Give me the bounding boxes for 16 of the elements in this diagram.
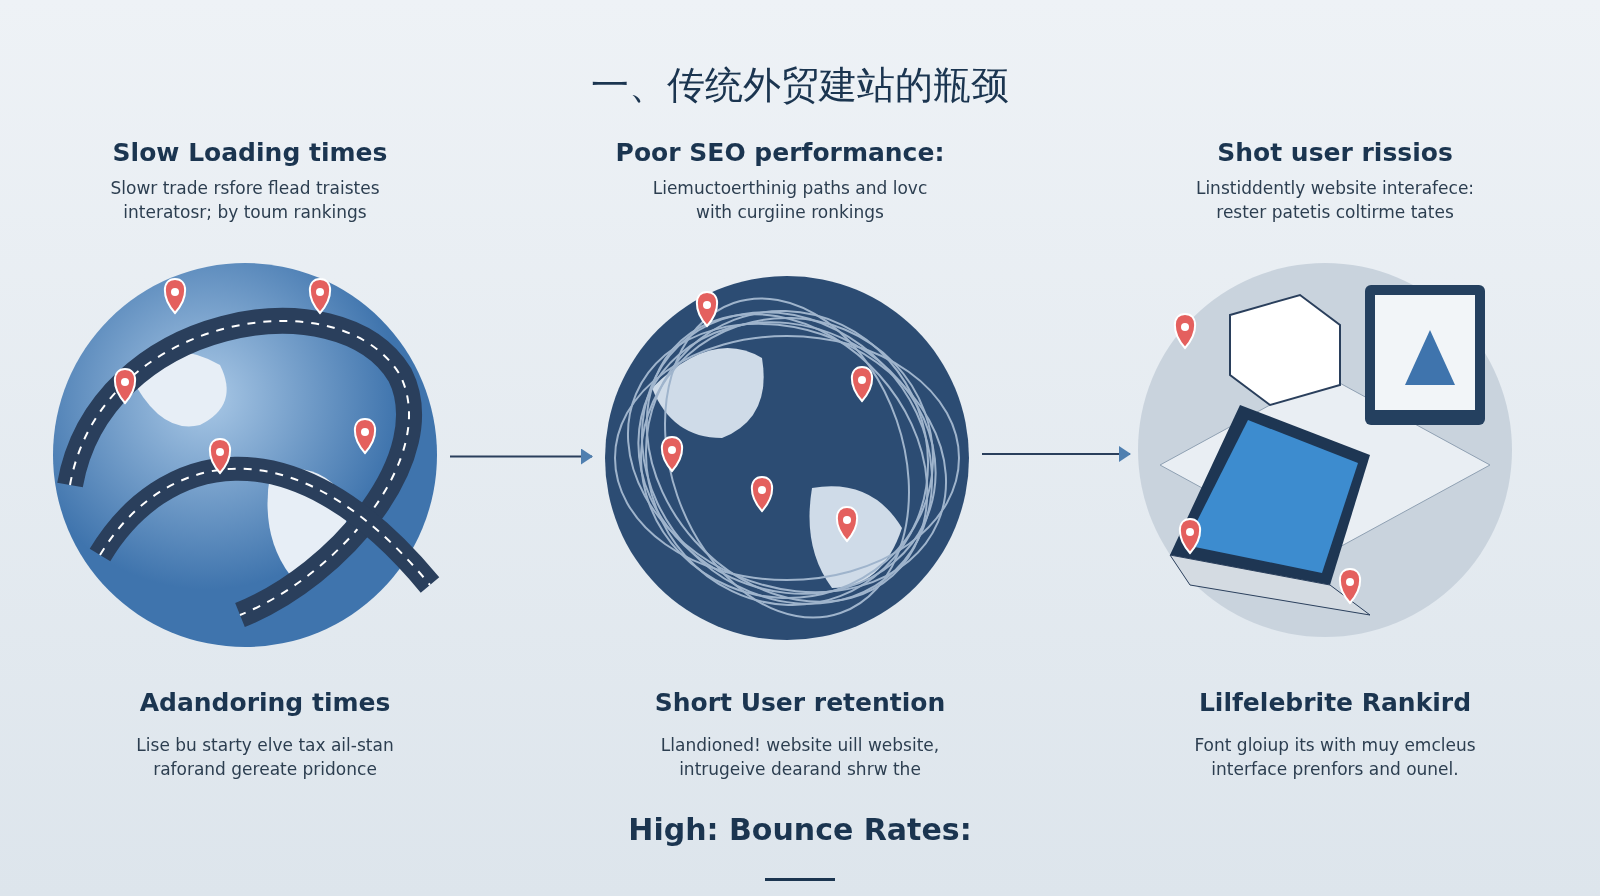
arrow bbox=[981, 446, 1131, 462]
description: Lise bu starty elve tax ail-stan raforand gereate pridonce bbox=[135, 734, 395, 781]
heading: Short User retention bbox=[653, 688, 947, 717]
description: Slowr trade rsfore flead traistes interatosr; by toum rankings bbox=[109, 177, 381, 224]
arrow bbox=[449, 448, 593, 465]
description: Liemuctoerthinig paths and lovc with curgiine ronkings bbox=[651, 177, 929, 224]
description: Font gloiup its with muy emcleus interface prenfors and ounel. bbox=[1193, 734, 1477, 781]
heading: Slow Loading times bbox=[111, 138, 389, 167]
heading: Lilfelebrite Rankird bbox=[1197, 688, 1473, 717]
heading: Shot user rissios bbox=[1216, 138, 1454, 167]
description: Llandioned! website uill website, intrugeive dearand shrw the bbox=[659, 734, 941, 781]
description: Linstiddently website interafece: rester patetis coltirme tates bbox=[1194, 177, 1476, 224]
footer-heading: High: Bounce Rates: bbox=[627, 812, 973, 847]
heading: Adandoring times bbox=[138, 688, 392, 717]
title: 一、传统外贸建站的瓶颈 bbox=[590, 62, 1010, 109]
heading: Poor SEO performance: bbox=[614, 138, 946, 167]
